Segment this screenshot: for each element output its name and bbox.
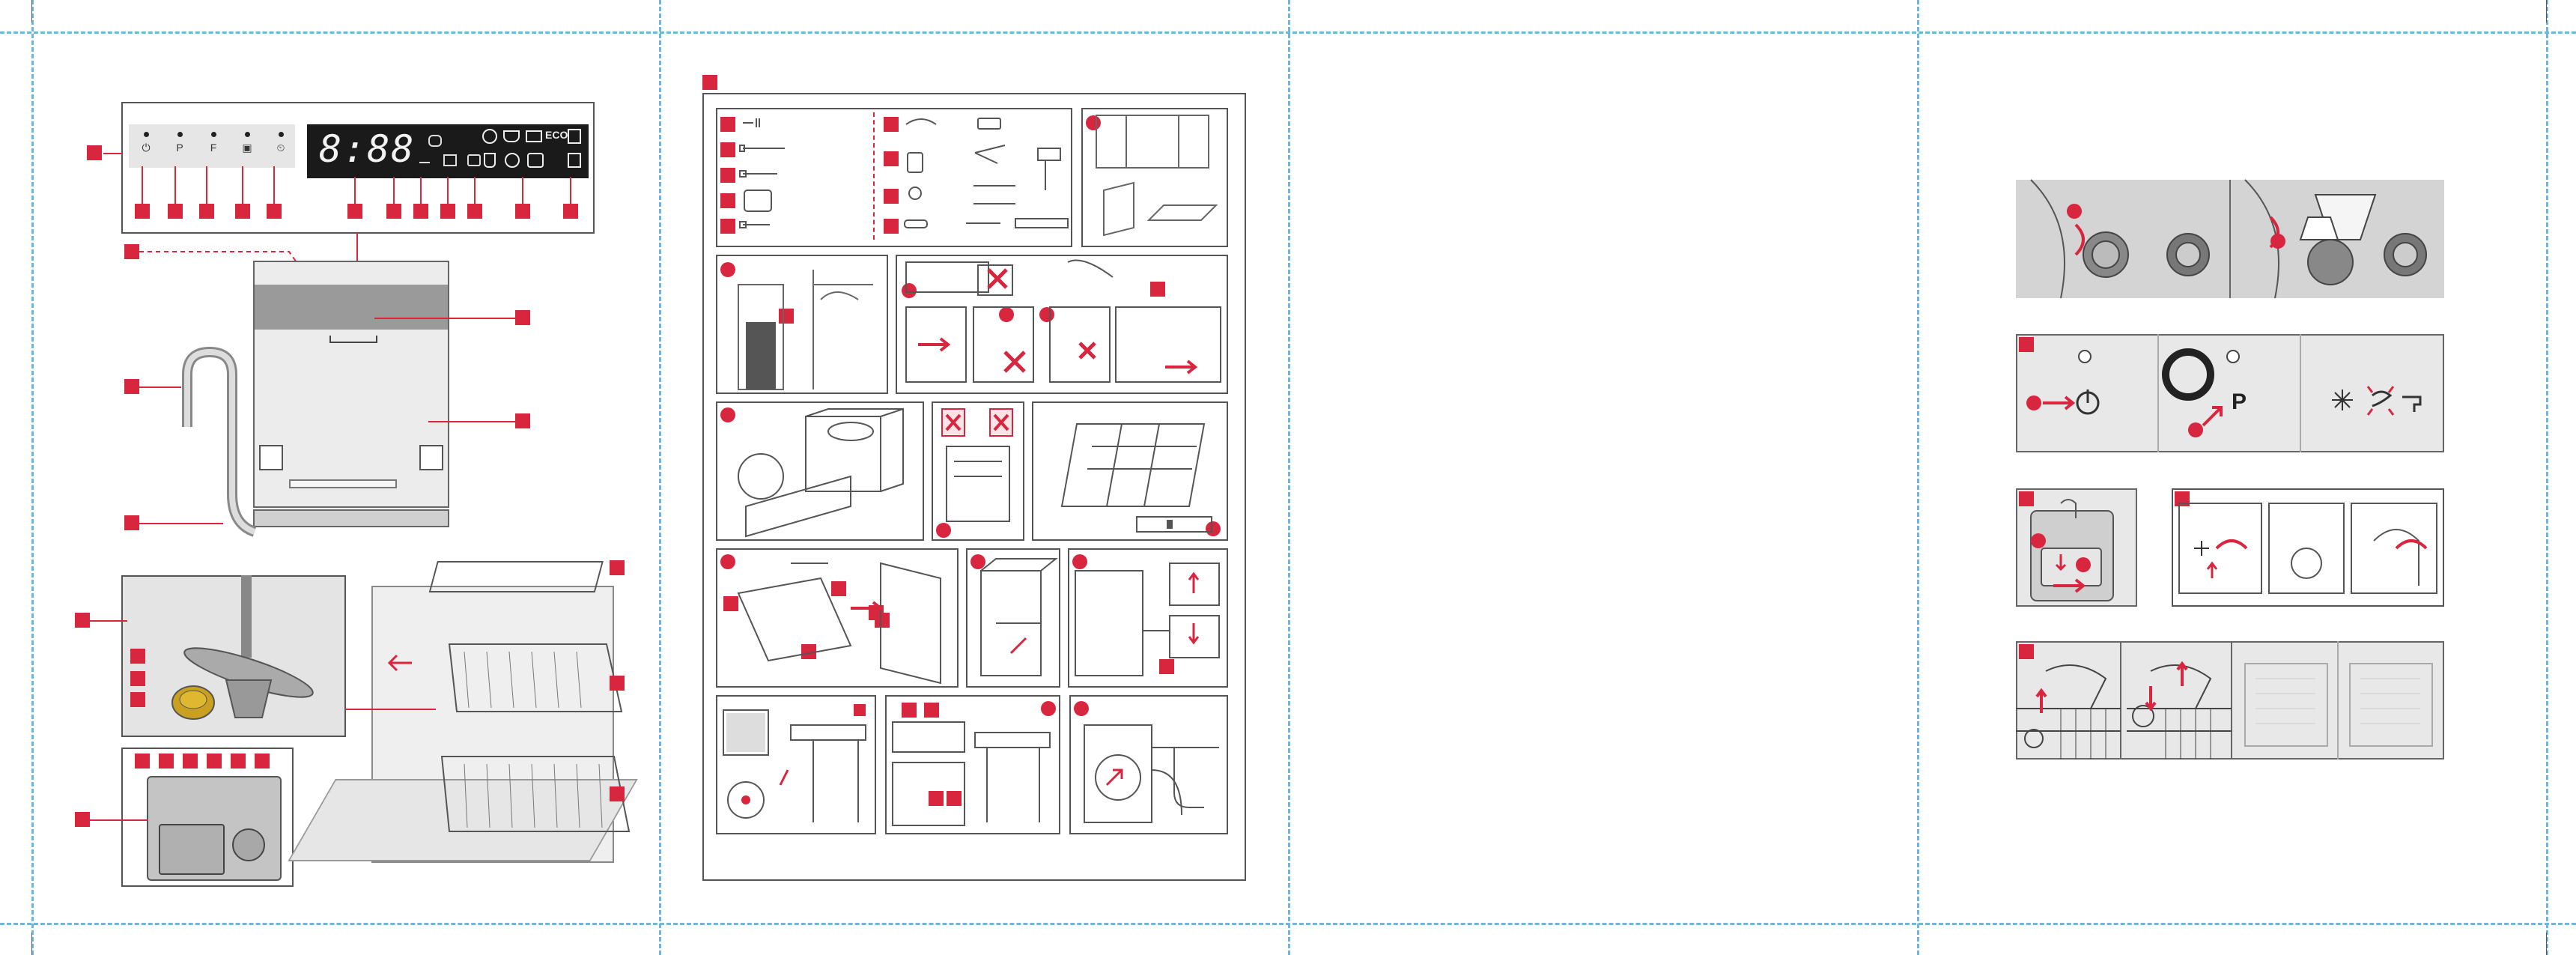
fold-line-1 [659, 0, 661, 955]
callout-marker [884, 117, 899, 132]
worktop-fixing-illustration [716, 695, 876, 834]
callout-marker [720, 193, 735, 208]
callout-marker [207, 754, 222, 768]
rack-illustrations [427, 547, 651, 861]
callout-marker [515, 413, 530, 428]
callout-marker [610, 786, 625, 801]
height-adjust-illustration [1068, 548, 1228, 688]
callout-marker [75, 812, 90, 827]
water-inlet-illustration [885, 695, 1060, 834]
program-key-symbol: P [2232, 389, 2247, 415]
basket-removal-illustration [2016, 641, 2444, 760]
warning-check-illustration [932, 401, 1024, 541]
callout-marker [124, 244, 139, 259]
callout-marker [720, 142, 735, 157]
callout-line [139, 523, 223, 524]
crop-mark [2546, 933, 2547, 955]
callout-line [90, 620, 127, 622]
fold-line-2 [1288, 0, 1290, 955]
callout-marker [130, 671, 145, 686]
right-trim-line [2546, 0, 2548, 955]
callout-line [428, 421, 515, 422]
top-panel-mount-illustration [1032, 401, 1228, 541]
screws-and-plates-illustration [740, 112, 845, 247]
base-plinth [253, 509, 449, 527]
callout-marker [884, 189, 899, 204]
callout-marker [75, 613, 90, 628]
callout-marker [610, 560, 625, 575]
crop-mark [2546, 0, 2547, 22]
callout-marker [183, 754, 198, 768]
callout-marker [610, 676, 625, 691]
rinse-aid-cap[interactable] [232, 828, 265, 861]
callout-line [374, 318, 515, 319]
callout-marker [159, 754, 174, 768]
callout-marker [231, 754, 246, 768]
leveling-illustration [896, 255, 1228, 394]
door-handle[interactable] [329, 336, 377, 343]
rinse-aid-fill-illustration [2172, 488, 2444, 607]
door-kick-plate [289, 479, 397, 488]
drain-hose-illustration [172, 345, 262, 539]
fold-line-3 [1917, 0, 1919, 955]
callout-line [90, 819, 148, 821]
parts-divider [873, 112, 875, 240]
section-marker [702, 75, 717, 90]
door-alignment-illustration [716, 255, 888, 394]
frame-fixing-illustration [716, 401, 924, 541]
callout-marker [130, 692, 145, 707]
plinth-adjust-illustration [966, 548, 1060, 688]
detergent-fill-illustration [2016, 488, 2137, 607]
callout-marker [130, 649, 145, 664]
callout-marker [124, 379, 139, 394]
cabinet-niche-illustration [1081, 108, 1228, 247]
callout-marker [720, 219, 735, 234]
dishwasher-top-panel [255, 285, 448, 330]
plumbing-connection-illustration [1069, 695, 1228, 834]
callout-marker [884, 151, 899, 166]
spray-arm-filter-illustration [121, 575, 346, 737]
callout-marker [884, 219, 899, 234]
callout-marker [720, 168, 735, 183]
door-panel-attach-illustration [716, 548, 959, 688]
callout-marker [515, 310, 530, 325]
salt-refill-illustration [2016, 180, 2444, 298]
control-panel-leader-lines [0, 0, 599, 240]
callout-marker [720, 117, 735, 132]
tools-illustration [903, 111, 1083, 246]
callout-line [346, 709, 436, 710]
callout-marker [255, 754, 270, 768]
callout-marker [135, 754, 150, 768]
crop-mark [31, 933, 32, 955]
right-hinge-bracket [419, 445, 443, 470]
dispenser-lid[interactable] [159, 824, 225, 875]
start-program-illustration [2016, 334, 2444, 452]
left-hinge-bracket [259, 445, 283, 470]
callout-marker [124, 515, 139, 530]
